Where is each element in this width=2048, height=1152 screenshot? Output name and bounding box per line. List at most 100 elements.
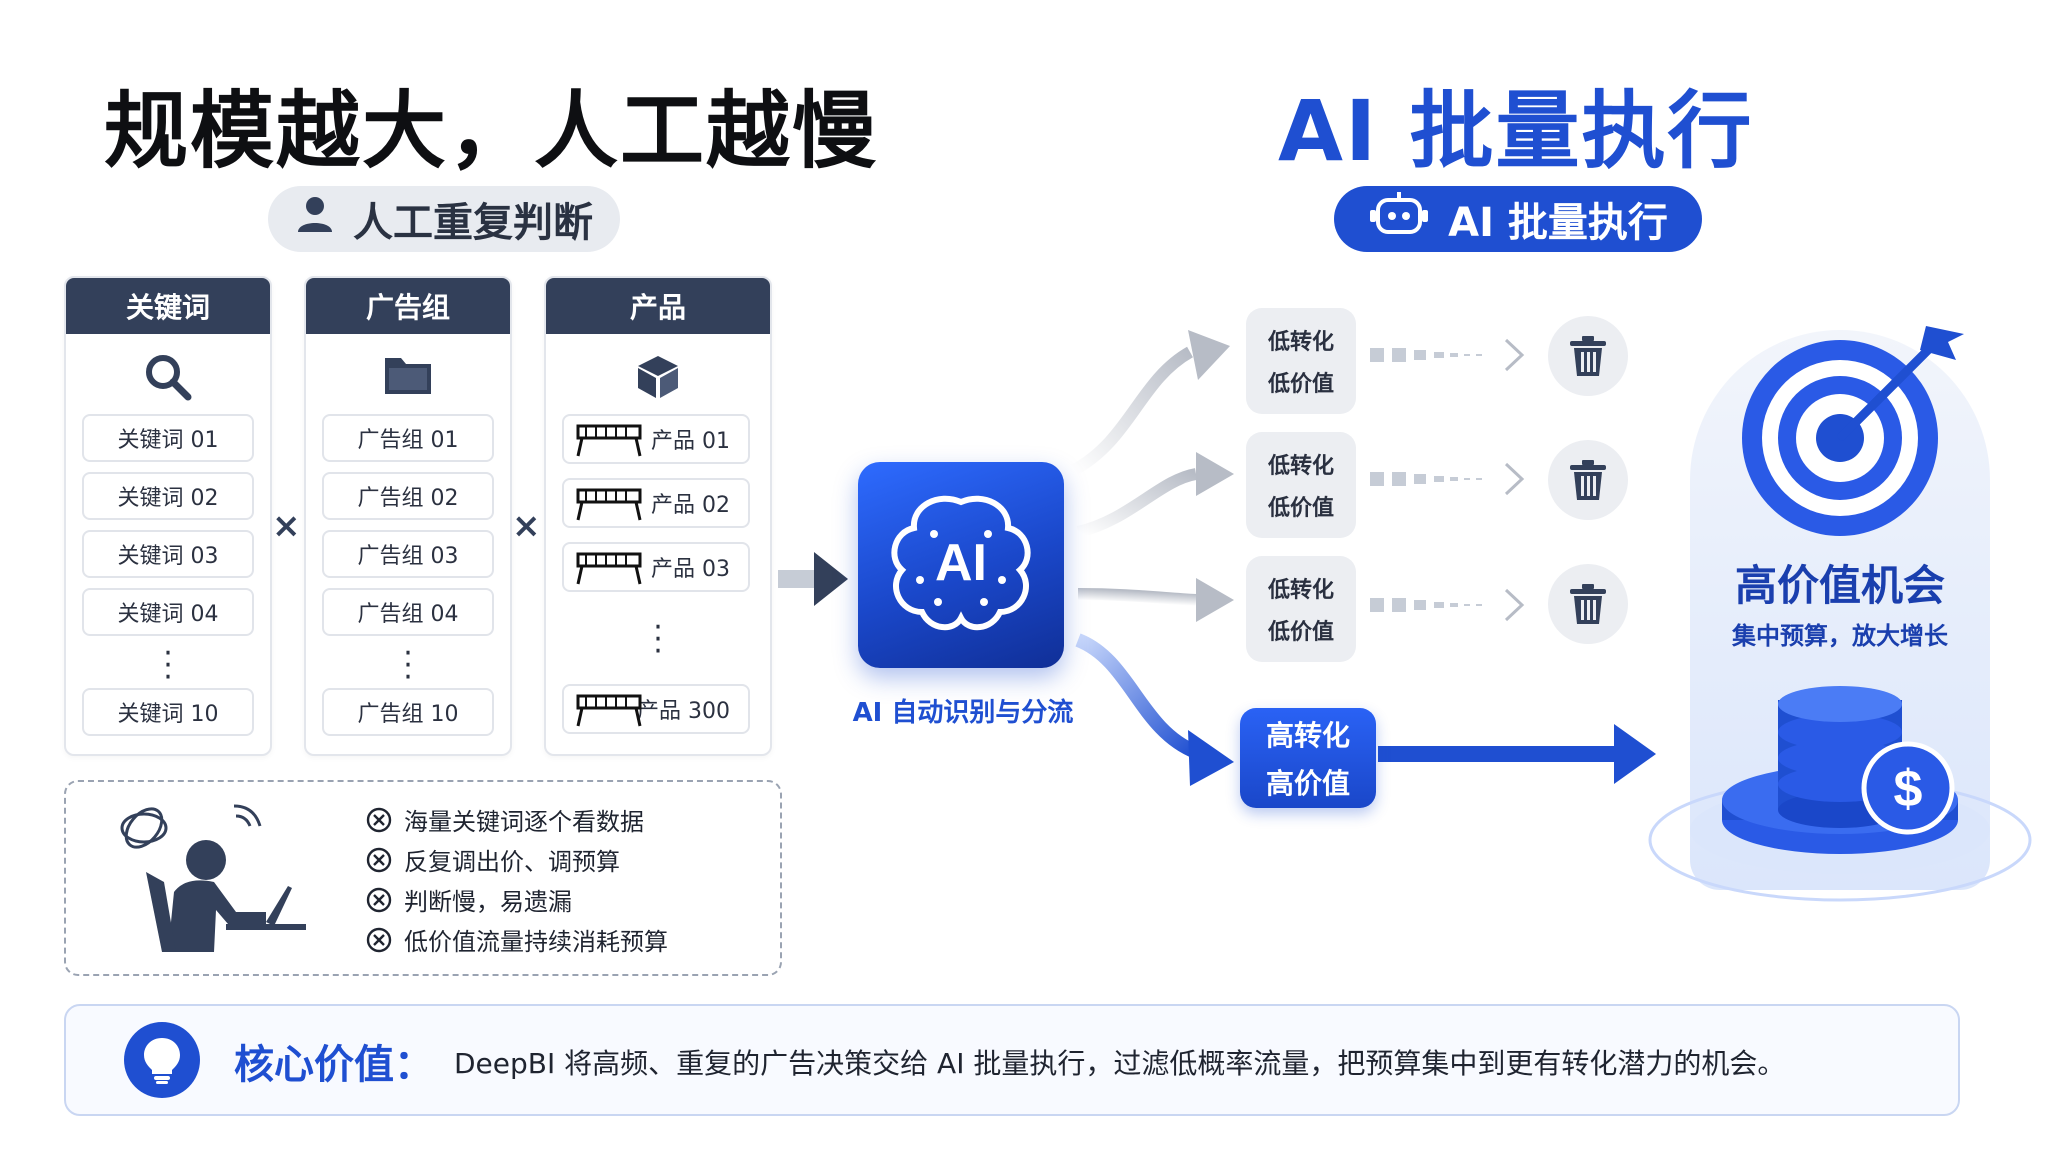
adgroup-item: 广告组 04	[322, 588, 494, 636]
low-value-line2: 低价值	[1267, 372, 1334, 397]
route-arrow-low-1	[1071, 346, 1194, 476]
opportunity-title: 高价值机会	[1734, 561, 1945, 610]
manual-judgment-label: 人工重复判断	[353, 200, 593, 246]
pain-point-text: 低价值流量持续消耗预算	[404, 928, 668, 956]
route-arrow-high	[1075, 633, 1199, 759]
core-value-banner: 核心价值： DeepBI 将高频、重复的广告决策交给 AI 批量执行，过滤低概率…	[64, 1004, 1960, 1116]
multiply-symbol: ×	[272, 506, 301, 546]
product-label: 产品 02	[651, 493, 730, 518]
product-label: 产品 300	[637, 699, 730, 724]
adgroup-item: 广告组 03	[322, 530, 494, 578]
low-value-tag: 低转化 低价值	[1246, 432, 1356, 538]
adgroup-item: 广告组 02	[322, 472, 494, 520]
grill-icon	[576, 694, 642, 727]
left-title: 规模越大，人工越慢	[104, 82, 879, 180]
keyword-item: 关键词 04	[82, 588, 254, 636]
folder-icon	[306, 352, 510, 408]
adgroup-column-header: 广告组	[306, 278, 510, 334]
dashed-to-trash-2	[1370, 462, 1525, 496]
box-icon	[546, 352, 770, 408]
cross-circle-icon	[366, 807, 392, 832]
adgroup-item: 广告组 10	[322, 688, 494, 736]
lightbulb-icon	[124, 1022, 200, 1098]
adgroup-item: 广告组 01	[322, 414, 494, 462]
dashed-to-trash-1	[1370, 338, 1525, 372]
keyword-item: 关键词 10	[82, 688, 254, 736]
user-icon	[295, 194, 335, 244]
ai-batch-pill: AI 批量执行	[1334, 186, 1702, 252]
product-item: 产品 01	[562, 414, 750, 464]
frustrated-worker-illustration	[120, 804, 306, 952]
low-value-line1: 低转化	[1267, 578, 1334, 603]
ai-chip: AI	[858, 462, 1064, 668]
high-value-tag: 高转化 高价值	[1240, 708, 1376, 808]
high-value-line2: 高价值	[1265, 767, 1350, 800]
high-value-arrow	[1378, 724, 1656, 784]
cross-circle-icon	[366, 887, 392, 912]
pain-point-text: 判断慢，易遗漏	[404, 888, 572, 916]
trash-icon	[1548, 440, 1628, 520]
pain-point-text: 海量关键词逐个看数据	[404, 808, 644, 836]
trash-icon	[1548, 316, 1628, 396]
ellipsis-dots: ···	[403, 636, 413, 695]
ai-batch-label: AI 批量执行	[1448, 200, 1668, 246]
arrowhead	[1188, 330, 1230, 380]
route-arrow-low-3	[1077, 588, 1197, 606]
arrowhead	[1196, 578, 1234, 622]
pain-point-item: 判断慢，易遗漏	[366, 882, 572, 917]
manual-judgment-pill: 人工重复判断	[268, 186, 620, 252]
arrowhead	[1188, 730, 1234, 786]
low-value-line1: 低转化	[1267, 330, 1334, 355]
coin-symbol: $	[1894, 760, 1923, 818]
core-value-text: DeepBI 将高频、重复的广告决策交给 AI 批量执行，过滤低概率流量，把预算…	[454, 1047, 1786, 1080]
multiply-symbol: ×	[512, 506, 541, 546]
pain-point-item: 反复调出价、调预算	[366, 842, 620, 877]
low-value-line2: 低价值	[1267, 620, 1334, 645]
high-value-line1: 高转化	[1265, 719, 1350, 752]
grill-icon	[576, 552, 642, 585]
product-item: 产品 03	[562, 542, 750, 592]
keyword-column: 关键词 关键词 01 关键词 02 关键词 03 关键词 04 ··· 关键词 …	[64, 276, 272, 756]
arrowhead	[1196, 452, 1234, 496]
low-value-tag: 低转化 低价值	[1246, 556, 1356, 662]
product-item: 产品 300	[562, 684, 750, 734]
grill-icon	[576, 488, 642, 521]
product-item: 产品 02	[562, 478, 750, 528]
product-column: 产品 产品 01 产品 02 产品 03 ··· 产品 300	[544, 276, 772, 756]
pain-point-item: 低价值流量持续消耗预算	[366, 922, 668, 957]
pain-point-text: 反复调出价、调预算	[404, 848, 620, 876]
core-value-label: 核心价值：	[234, 1042, 434, 1088]
keyword-item: 关键词 02	[82, 472, 254, 520]
keyword-column-header: 关键词	[66, 278, 270, 334]
pain-point-item: 海量关键词逐个看数据	[366, 802, 644, 837]
keyword-item: 关键词 03	[82, 530, 254, 578]
low-value-line1: 低转化	[1267, 454, 1334, 479]
ai-caption: AI 自动识别与分流	[852, 698, 1074, 728]
product-column-header: 产品	[546, 278, 770, 334]
low-value-tag: 低转化 低价值	[1246, 308, 1356, 414]
ellipsis-dots: ···	[163, 636, 173, 695]
dashed-to-trash-3	[1370, 588, 1525, 622]
ai-brain-icon: AI	[891, 495, 1031, 630]
ai-chip-label: AI	[935, 534, 987, 592]
cross-circle-icon	[366, 927, 392, 952]
grill-icon	[576, 424, 642, 457]
input-arrow	[778, 552, 848, 606]
target-icon	[1742, 326, 1964, 536]
adgroup-column: 广告组 广告组 01 广告组 02 广告组 03 广告组 04 ··· 广告组 …	[304, 276, 512, 756]
route-arrow-low-2	[1076, 468, 1198, 538]
coin-stack-icon: $	[1648, 686, 2032, 902]
product-label: 产品 03	[651, 557, 730, 582]
low-value-line2: 低价值	[1267, 496, 1334, 521]
search-icon	[66, 352, 270, 408]
cross-circle-icon	[366, 847, 392, 872]
ellipsis-dots: ···	[653, 610, 663, 669]
robot-icon	[1368, 192, 1430, 246]
pain-points-box: 海量关键词逐个看数据 反复调出价、调预算 判断慢，易遗漏 低价值流量持续消耗预算	[64, 780, 782, 976]
keyword-item: 关键词 01	[82, 414, 254, 462]
product-label: 产品 01	[651, 429, 730, 454]
trash-icon	[1548, 564, 1628, 644]
opportunity-subtitle: 集中预算，放大增长	[1732, 622, 1948, 650]
right-title: AI 批量执行	[1278, 82, 1754, 180]
